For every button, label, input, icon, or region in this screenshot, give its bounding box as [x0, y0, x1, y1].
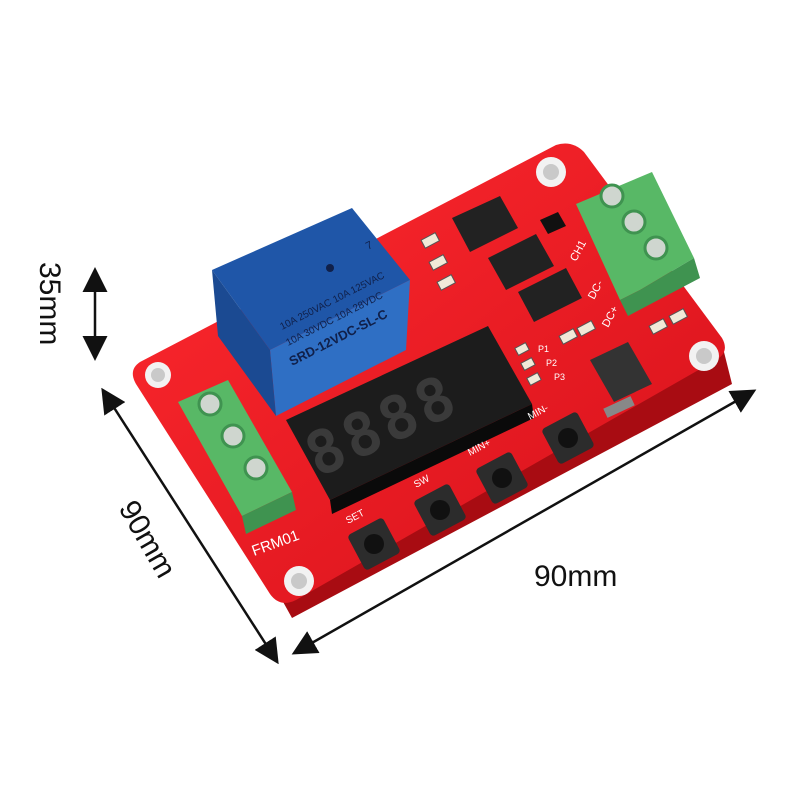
screw-icon — [243, 455, 269, 481]
height-label: 35mm — [33, 262, 66, 345]
dimension-width: 90mm — [291, 389, 757, 655]
transistor — [540, 212, 566, 234]
silk-p1: P1 — [538, 344, 549, 354]
silk-p3: P3 — [554, 372, 565, 382]
width-label: 90mm — [534, 560, 617, 593]
screw-icon — [220, 423, 246, 449]
screw-icon — [599, 183, 625, 209]
mounting-hole — [284, 566, 314, 596]
screw-icon — [643, 235, 669, 261]
depth-label: 90mm — [112, 495, 182, 584]
silk-p2: P2 — [546, 358, 557, 368]
indicator-silkscreen: P1 P2 P3 — [538, 344, 565, 382]
mounting-hole — [689, 341, 719, 371]
ic-chip — [488, 234, 554, 290]
relay-dot-icon — [326, 264, 334, 272]
mounting-hole — [536, 157, 566, 187]
terminal-block-left — [178, 380, 296, 534]
screw-icon — [621, 209, 647, 235]
ic-chip — [452, 196, 518, 252]
seven-segment-display: 8888 — [286, 326, 534, 514]
relay: 10A 250VAC 10A 125VAC 10A 30VDC 10A 28VD… — [212, 208, 410, 416]
voltage-regulator — [590, 342, 652, 418]
terminal-block-right — [576, 172, 700, 316]
screw-icon — [197, 391, 223, 417]
dimension-height: 35mm — [33, 262, 108, 361]
pcb-board: DC+ DC- CH1 P1 P2 P3 — [132, 143, 732, 618]
button-set[interactable]: SET — [344, 508, 401, 571]
button-sw[interactable]: SW — [412, 473, 467, 537]
relay-pin-mark: 7 — [364, 239, 375, 252]
ic-chip — [518, 268, 582, 322]
mounting-hole — [145, 362, 171, 388]
smd-components — [420, 232, 689, 387]
